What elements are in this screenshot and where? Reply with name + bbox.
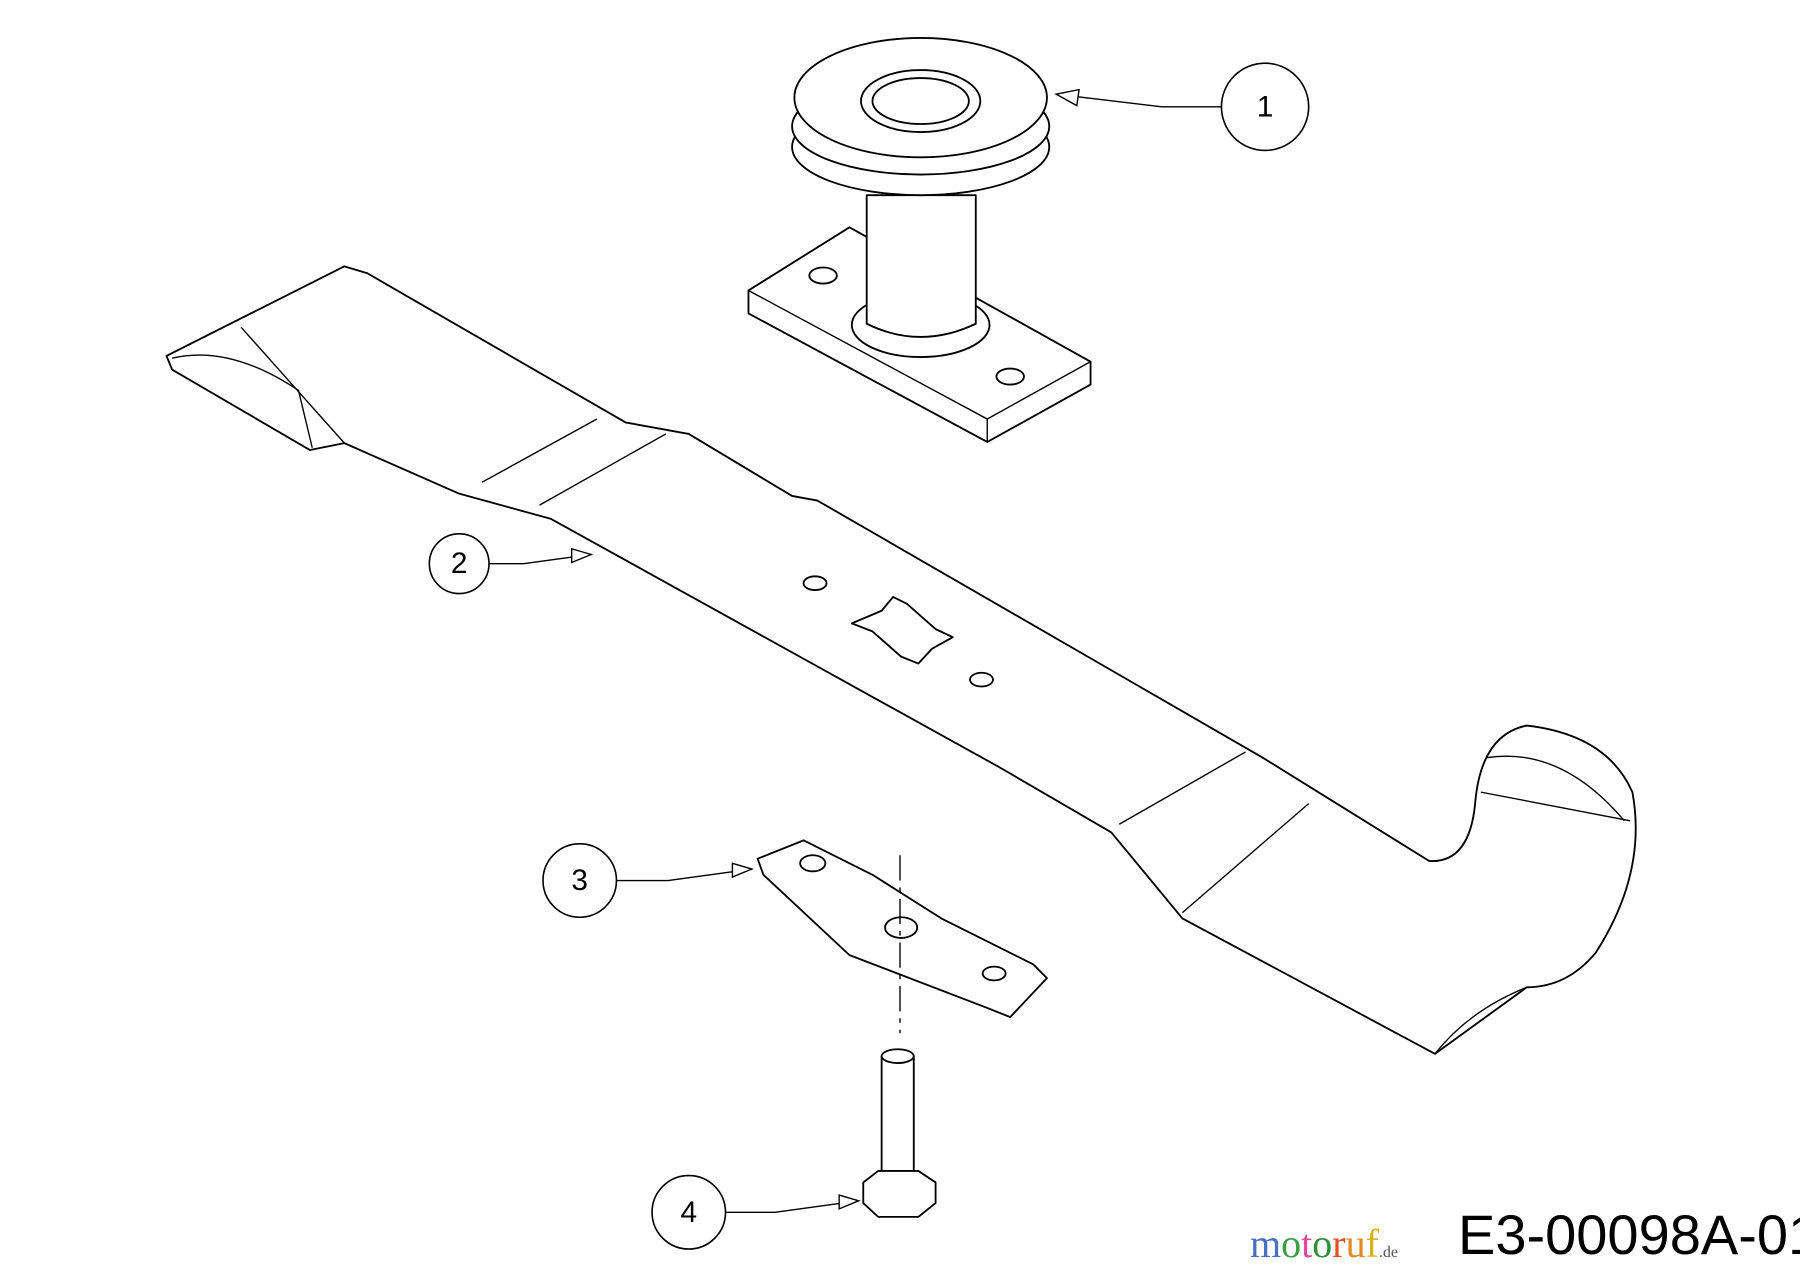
bolt (862, 1048, 937, 1218)
watermark-letter: u (1345, 1221, 1366, 1266)
callout-number: 4 (680, 1196, 697, 1229)
callout-3[interactable]: 3 (542, 842, 618, 919)
watermark-text: motoruf (1250, 1221, 1379, 1266)
watermark-letter: m (1250, 1221, 1282, 1266)
callout-4[interactable]: 4 (651, 1174, 727, 1250)
callout-number: 2 (451, 547, 468, 580)
callout-number: 3 (571, 864, 588, 897)
diagram-code: E3-00098A-01 (1458, 1203, 1800, 1266)
watermark-letter: r (1332, 1221, 1346, 1266)
watermark-letter: o (1312, 1221, 1333, 1266)
blade-adapter (756, 839, 1048, 1034)
callout-1[interactable]: 1 (1220, 62, 1310, 152)
callout-number: 1 (1257, 90, 1274, 123)
blade (165, 265, 1637, 1055)
leader-lines (489, 88, 1222, 1213)
watermark-letter: f (1365, 1221, 1379, 1266)
pulley-spindle (747, 36, 1092, 443)
watermark-suffix: .de (1378, 1244, 1399, 1261)
watermark-letter: t (1301, 1221, 1313, 1266)
watermark-letter: o (1281, 1221, 1302, 1266)
watermark-logo: motoruf.de (1250, 1222, 1398, 1272)
callout-2[interactable]: 2 (428, 533, 490, 595)
